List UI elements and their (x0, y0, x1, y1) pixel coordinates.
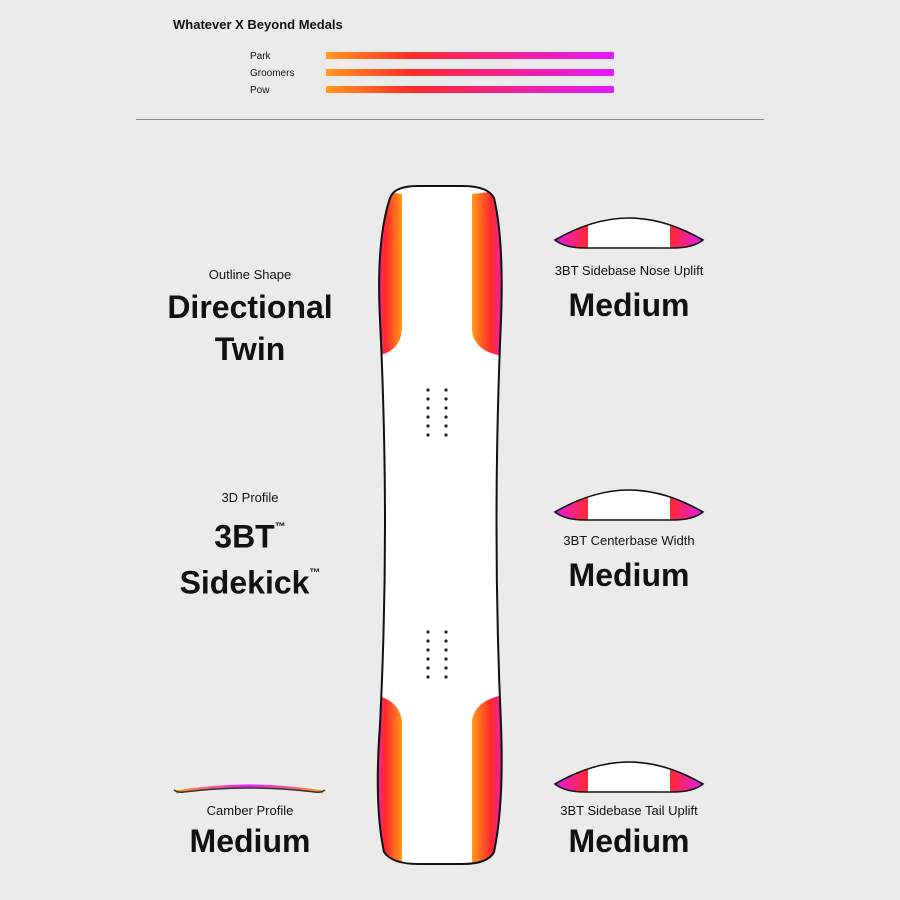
camber-profile-value: Medium (189, 823, 311, 859)
outline-shape-line2: Twin (214, 331, 286, 367)
insert-dot (426, 675, 430, 679)
trademark-mark: ™ (274, 521, 286, 533)
camber-profile-caption: Camber Profile (206, 803, 294, 818)
insert-dot (426, 388, 430, 392)
profile-3d-value: 3BT™ Sidekick™ (100, 512, 400, 603)
insert-dot (426, 433, 430, 437)
outline-shape-caption: Outline Shape (208, 267, 292, 282)
rating-bar-groomers (326, 69, 614, 76)
insert-dot (444, 424, 448, 428)
section-divider (136, 119, 764, 120)
insert-dot (426, 666, 430, 670)
insert-dot (444, 666, 448, 670)
snowboard-illustration (376, 185, 503, 865)
insert-dot (426, 648, 430, 652)
nose-uplift-value: Medium (568, 287, 690, 323)
camber-profile-icon (173, 784, 326, 794)
centerbase-width-caption: 3BT Centerbase Width (563, 533, 695, 548)
rating-bar-park (326, 52, 614, 59)
insert-dot (444, 397, 448, 401)
insert-dot (426, 406, 430, 410)
insert-dot (444, 406, 448, 410)
insert-dot (426, 424, 430, 428)
insert-dot (444, 657, 448, 661)
insert-dot (444, 433, 448, 437)
profile-3d-line1: 3BT (214, 518, 275, 555)
nose-uplift-icon (553, 217, 705, 249)
tail-uplift-icon (553, 761, 705, 793)
rating-label-groomers: Groomers (250, 68, 295, 79)
insert-dot (444, 630, 448, 634)
rating-bar-pow (326, 86, 614, 93)
insert-dot (444, 415, 448, 419)
insert-dot (444, 388, 448, 392)
insert-dot (444, 648, 448, 652)
centerbase-width-icon (553, 489, 705, 521)
insert-dot (426, 397, 430, 401)
tail-uplift-value: Medium (568, 823, 690, 859)
insert-dot (444, 675, 448, 679)
profile-3d-caption: 3D Profile (221, 490, 279, 505)
insert-dot (426, 630, 430, 634)
outline-shape-line1: Directional (167, 289, 333, 325)
page-title: Whatever X Beyond Medals (173, 17, 343, 32)
tail-uplift-caption: 3BT Sidebase Tail Uplift (560, 803, 698, 818)
nose-uplift-caption: 3BT Sidebase Nose Uplift (554, 263, 704, 278)
insert-dot (444, 639, 448, 643)
rating-label-park: Park (250, 51, 271, 62)
insert-dot (426, 657, 430, 661)
outline-shape-value: Directional Twin (100, 286, 400, 370)
insert-dot (426, 639, 430, 643)
rating-label-pow: Pow (250, 85, 270, 96)
trademark-mark: ™ (309, 566, 321, 579)
insert-dot (426, 415, 430, 419)
profile-3d-line2: Sidekick (179, 564, 310, 601)
centerbase-width-value: Medium (568, 557, 690, 593)
